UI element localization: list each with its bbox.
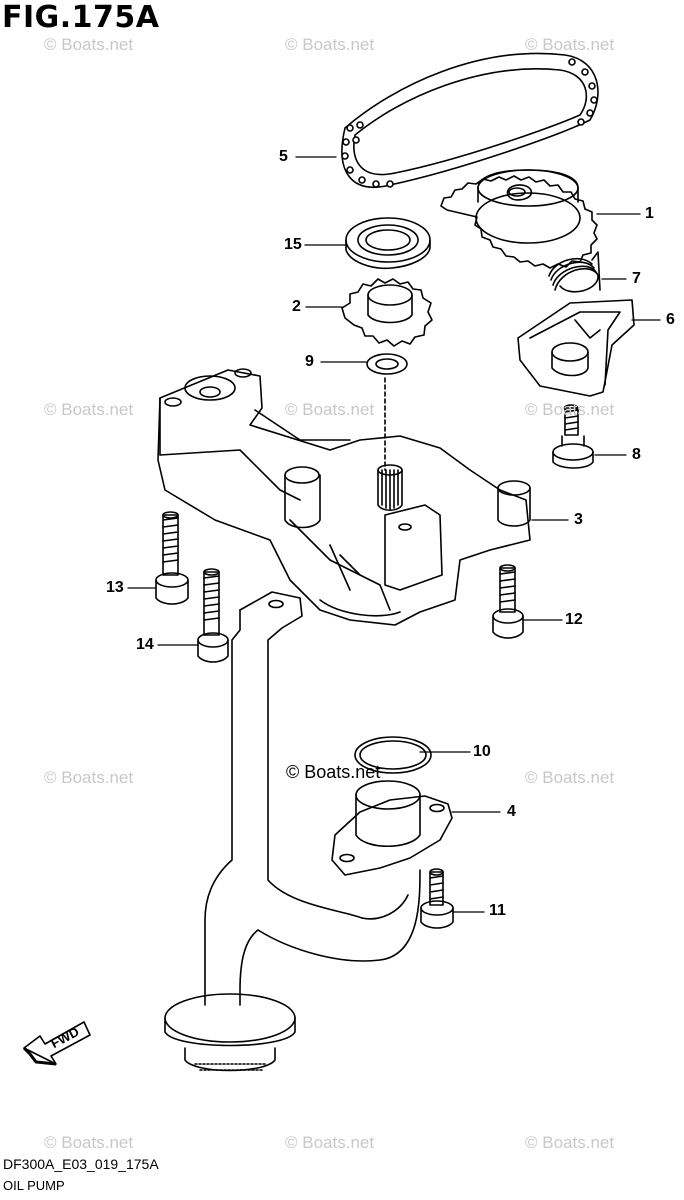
oil-pump-body	[157, 368, 531, 626]
callout-11: 11	[489, 902, 506, 919]
o-ring	[354, 736, 432, 774]
callout-10: 10	[473, 743, 491, 760]
pivot-bolt	[552, 404, 594, 469]
callout-2: 2	[292, 298, 301, 315]
callout-15: 15	[284, 236, 302, 253]
watermark: © Boats.net	[44, 35, 134, 54]
callout-6: 6	[666, 311, 675, 328]
timing-chain	[341, 52, 599, 188]
watermark: © Boats.net	[285, 400, 375, 419]
leader-lines	[127, 156, 661, 913]
forward-arrow	[22, 1021, 91, 1066]
watermark: © Boats.net	[285, 1133, 375, 1152]
watermark: © Boats.net	[525, 35, 615, 54]
bearing	[345, 217, 431, 270]
chain-tensioner	[517, 299, 635, 397]
callout-9: 9	[305, 353, 314, 370]
oil-strainer	[164, 591, 453, 1072]
callout-8: 8	[632, 446, 641, 463]
driven-sprocket	[440, 169, 598, 269]
watermark: © Boats.net	[44, 768, 134, 787]
copyright-mark: © Boats.net	[286, 762, 381, 782]
callout-4: 4	[507, 803, 516, 820]
callout-7: 7	[632, 270, 641, 287]
drive-sprocket	[341, 278, 433, 347]
watermark: © Boats.net	[525, 768, 615, 787]
watermark: © Boats.net	[44, 400, 134, 419]
figure-title: FIG.175A	[2, 0, 160, 35]
callout-1: 1	[645, 205, 654, 222]
watermark: © Boats.net	[285, 35, 375, 54]
callout-3: 3	[574, 511, 583, 528]
drawing-code: DF300A_E03_019_175A	[3, 1156, 159, 1172]
watermark: © Boats.net	[44, 1133, 134, 1152]
callout-13: 13	[106, 579, 124, 596]
watermark: © Boats.net	[525, 400, 615, 419]
bolt-12	[492, 564, 524, 639]
washer	[366, 353, 408, 375]
tension-spring	[548, 251, 601, 293]
section-name: OIL PUMP	[3, 1178, 65, 1193]
callout-5: 5	[279, 148, 288, 165]
bolt-11	[420, 868, 454, 929]
bolt-14	[197, 568, 229, 663]
bolt-13	[155, 511, 189, 605]
callout-14: 14	[136, 636, 154, 653]
callout-12: 12	[565, 611, 583, 628]
watermark: © Boats.net	[525, 1133, 615, 1152]
